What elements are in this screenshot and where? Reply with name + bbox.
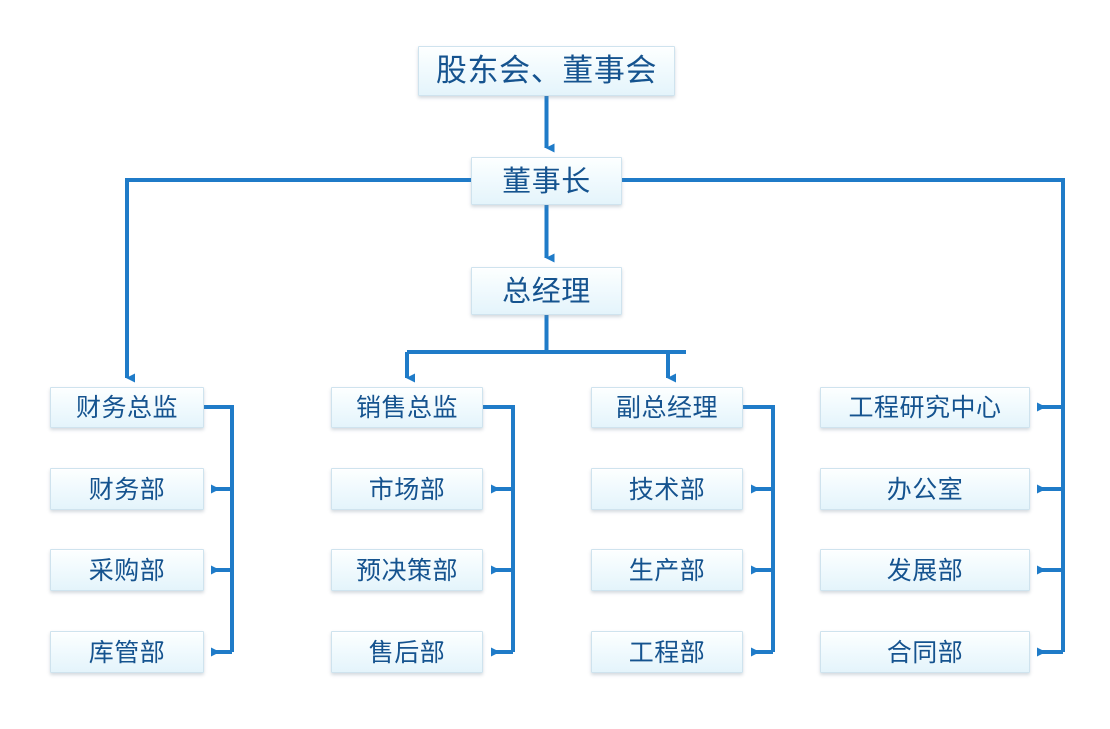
node-label: 董事长	[502, 163, 591, 198]
node-label: 技术部	[628, 474, 706, 504]
node-label: 股东会、董事会	[435, 52, 658, 89]
edge-deputy-bus	[743, 405, 775, 652]
node-label: 工程研究中心	[848, 393, 1002, 422]
node-budget-decision-department[interactable]: 预决策部	[331, 549, 483, 591]
node-label: 副总经理	[615, 393, 718, 422]
node-label: 预决策部	[355, 555, 458, 585]
node-label: 工程部	[628, 637, 706, 667]
node-deputy-general-manager[interactable]: 副总经理	[591, 387, 743, 428]
node-label: 合同部	[886, 637, 964, 667]
node-label: 售后部	[368, 637, 446, 667]
node-label: 采购部	[88, 555, 166, 585]
node-label: 办公室	[886, 474, 964, 504]
node-production-department[interactable]: 生产部	[591, 549, 743, 591]
node-label: 财务部	[88, 474, 166, 504]
edge-finance-bus	[204, 405, 234, 652]
node-finance-department[interactable]: 财务部	[50, 468, 204, 510]
edge-chairman-to-finance	[125, 178, 471, 383]
node-label: 销售总监	[355, 393, 458, 422]
node-technology-department[interactable]: 技术部	[591, 468, 743, 510]
node-label: 生产部	[628, 555, 706, 585]
node-warehouse-department[interactable]: 库管部	[50, 631, 204, 673]
node-marketing-department[interactable]: 市场部	[331, 468, 483, 510]
node-after-sales-department[interactable]: 售后部	[331, 631, 483, 673]
node-shareholders-board[interactable]: 股东会、董事会	[418, 46, 675, 96]
node-contract-department[interactable]: 合同部	[820, 631, 1030, 673]
node-procurement-department[interactable]: 采购部	[50, 549, 204, 591]
node-sales-director[interactable]: 销售总监	[331, 387, 483, 428]
node-engineering-department[interactable]: 工程部	[591, 631, 743, 673]
node-finance-director[interactable]: 财务总监	[50, 387, 204, 428]
node-label: 市场部	[368, 474, 446, 504]
node-label: 财务总监	[75, 393, 178, 422]
node-development-department[interactable]: 发展部	[820, 549, 1030, 591]
node-chairman[interactable]: 董事长	[471, 157, 622, 205]
node-label: 库管部	[88, 637, 166, 667]
edge-sales-bus	[483, 405, 515, 652]
node-label: 发展部	[886, 555, 964, 585]
node-office[interactable]: 办公室	[820, 468, 1030, 510]
node-label: 总经理	[502, 273, 591, 308]
node-engineering-research-center[interactable]: 工程研究中心	[820, 387, 1030, 428]
node-general-manager[interactable]: 总经理	[471, 267, 622, 315]
